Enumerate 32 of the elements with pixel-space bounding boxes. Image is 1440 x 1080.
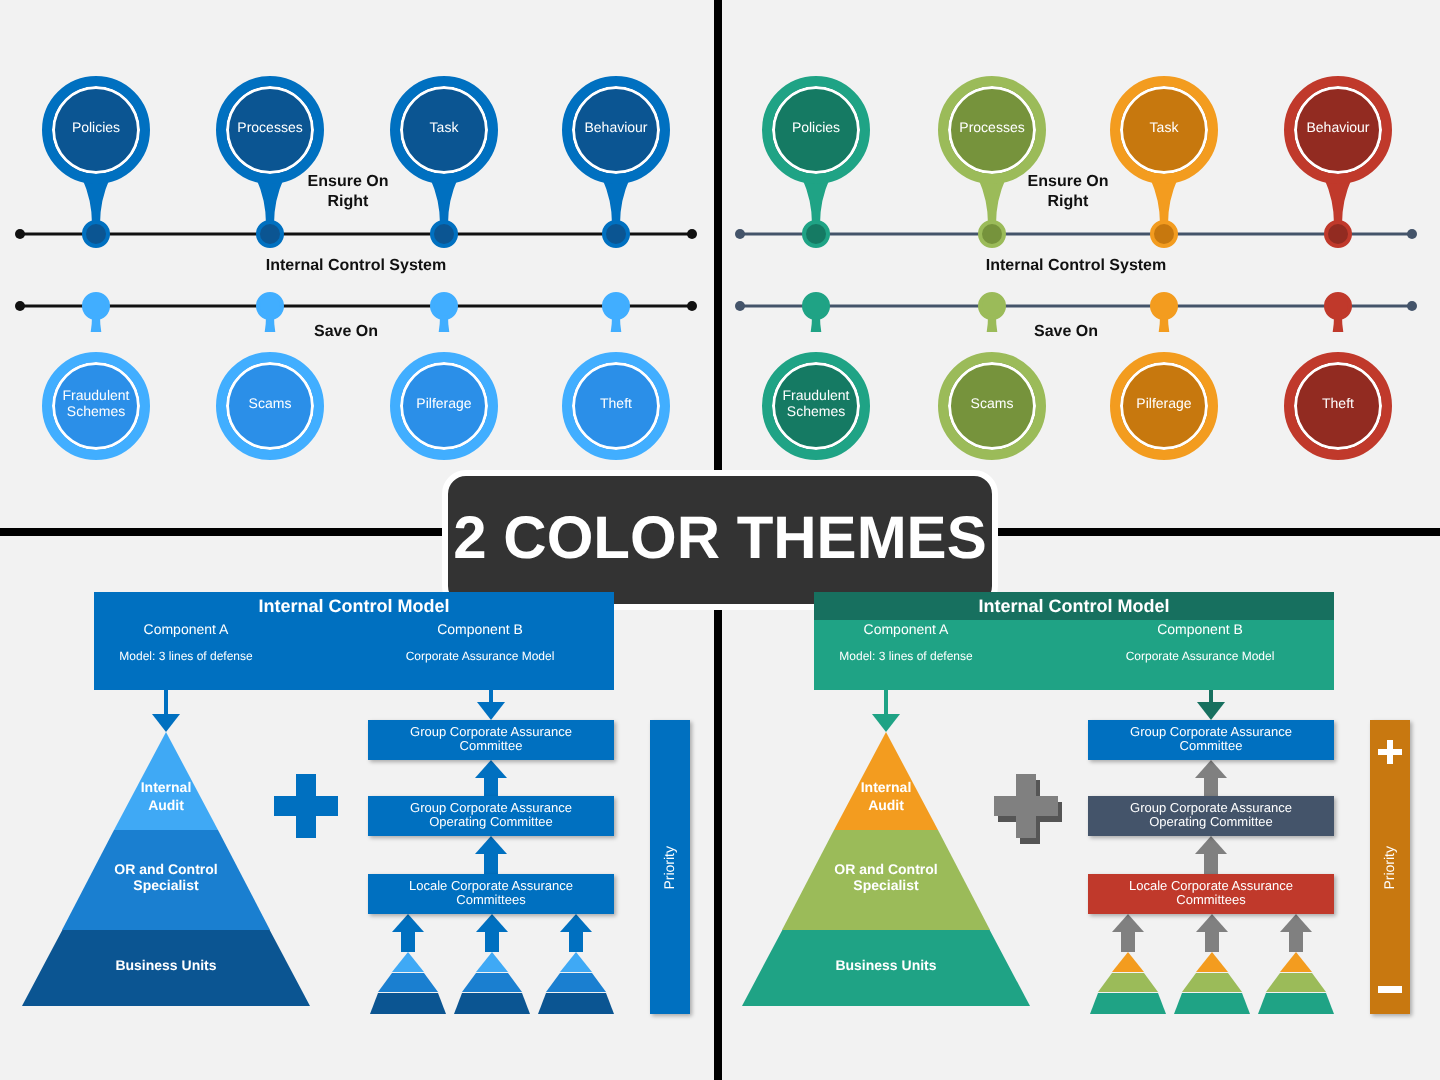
small-pyramid — [454, 952, 530, 1014]
text-label: Internal Control System — [263, 256, 449, 276]
arrow — [475, 760, 507, 796]
text-label: Ensure On Right — [1025, 172, 1111, 211]
arrow — [392, 914, 424, 952]
small-pyramid — [1174, 952, 1250, 1014]
arrow — [1112, 914, 1144, 952]
arrow — [1197, 690, 1225, 720]
arrow — [477, 690, 505, 720]
arrow — [475, 836, 507, 874]
text-label: Save On — [311, 322, 380, 342]
small-pyramid — [538, 952, 614, 1014]
arrow — [476, 914, 508, 952]
text-label: Internal Control System — [983, 256, 1169, 276]
small-pyramid — [1090, 952, 1166, 1014]
panel-title: Internal Control Model — [976, 596, 1172, 616]
small-pyramid — [1258, 952, 1334, 1014]
header-panel — [94, 592, 614, 690]
panel-title: Internal Control Model — [256, 596, 452, 616]
arrow — [1195, 836, 1227, 874]
text-label: Save On — [1031, 322, 1100, 342]
arrow — [872, 690, 900, 732]
arrow — [1280, 914, 1312, 952]
small-pyramid — [370, 952, 446, 1014]
arrow — [1195, 760, 1227, 796]
arrow — [560, 914, 592, 952]
priority-bar — [1370, 720, 1410, 1014]
text-label: Ensure On Right — [305, 172, 391, 211]
priority-bar — [650, 720, 690, 1014]
header-panel — [814, 592, 1334, 690]
arrow — [1196, 914, 1228, 952]
arrow — [152, 690, 180, 732]
